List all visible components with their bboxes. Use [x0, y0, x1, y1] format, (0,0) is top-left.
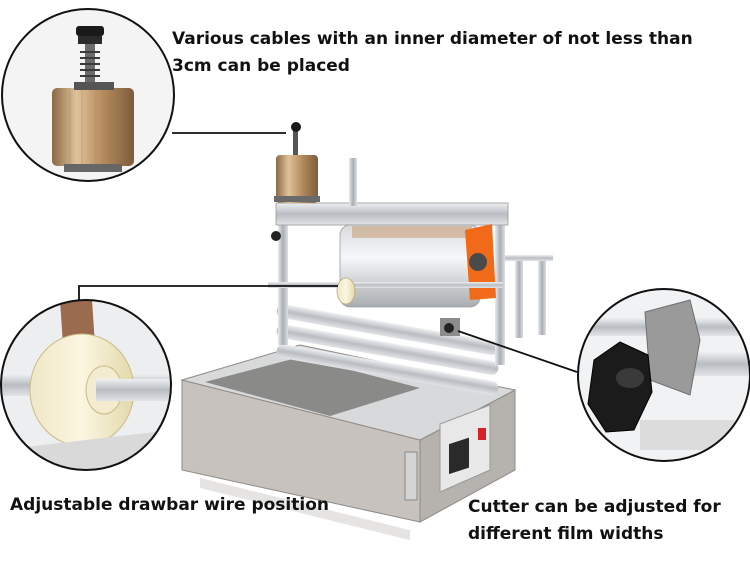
cutter-knob-icon	[587, 341, 653, 433]
caption-cutter: Cutter can be adjusted for different fil…	[468, 497, 721, 544]
temperature-display	[449, 437, 469, 475]
caption-cable-holder: Various cables with an inner diameter of…	[172, 29, 693, 76]
cable-spool[interactable]	[274, 122, 320, 203]
zoom-circle-cable-spool	[1, 8, 175, 182]
caption-drawbar: Adjustable drawbar wire position	[10, 495, 329, 515]
zoom-circle-drawbar	[0, 299, 172, 471]
power-switch[interactable]	[478, 428, 486, 440]
shrink-wrap-machine	[180, 122, 553, 541]
zoom-circle-cutter	[577, 288, 750, 462]
drawbar-wheel[interactable]	[336, 277, 356, 305]
